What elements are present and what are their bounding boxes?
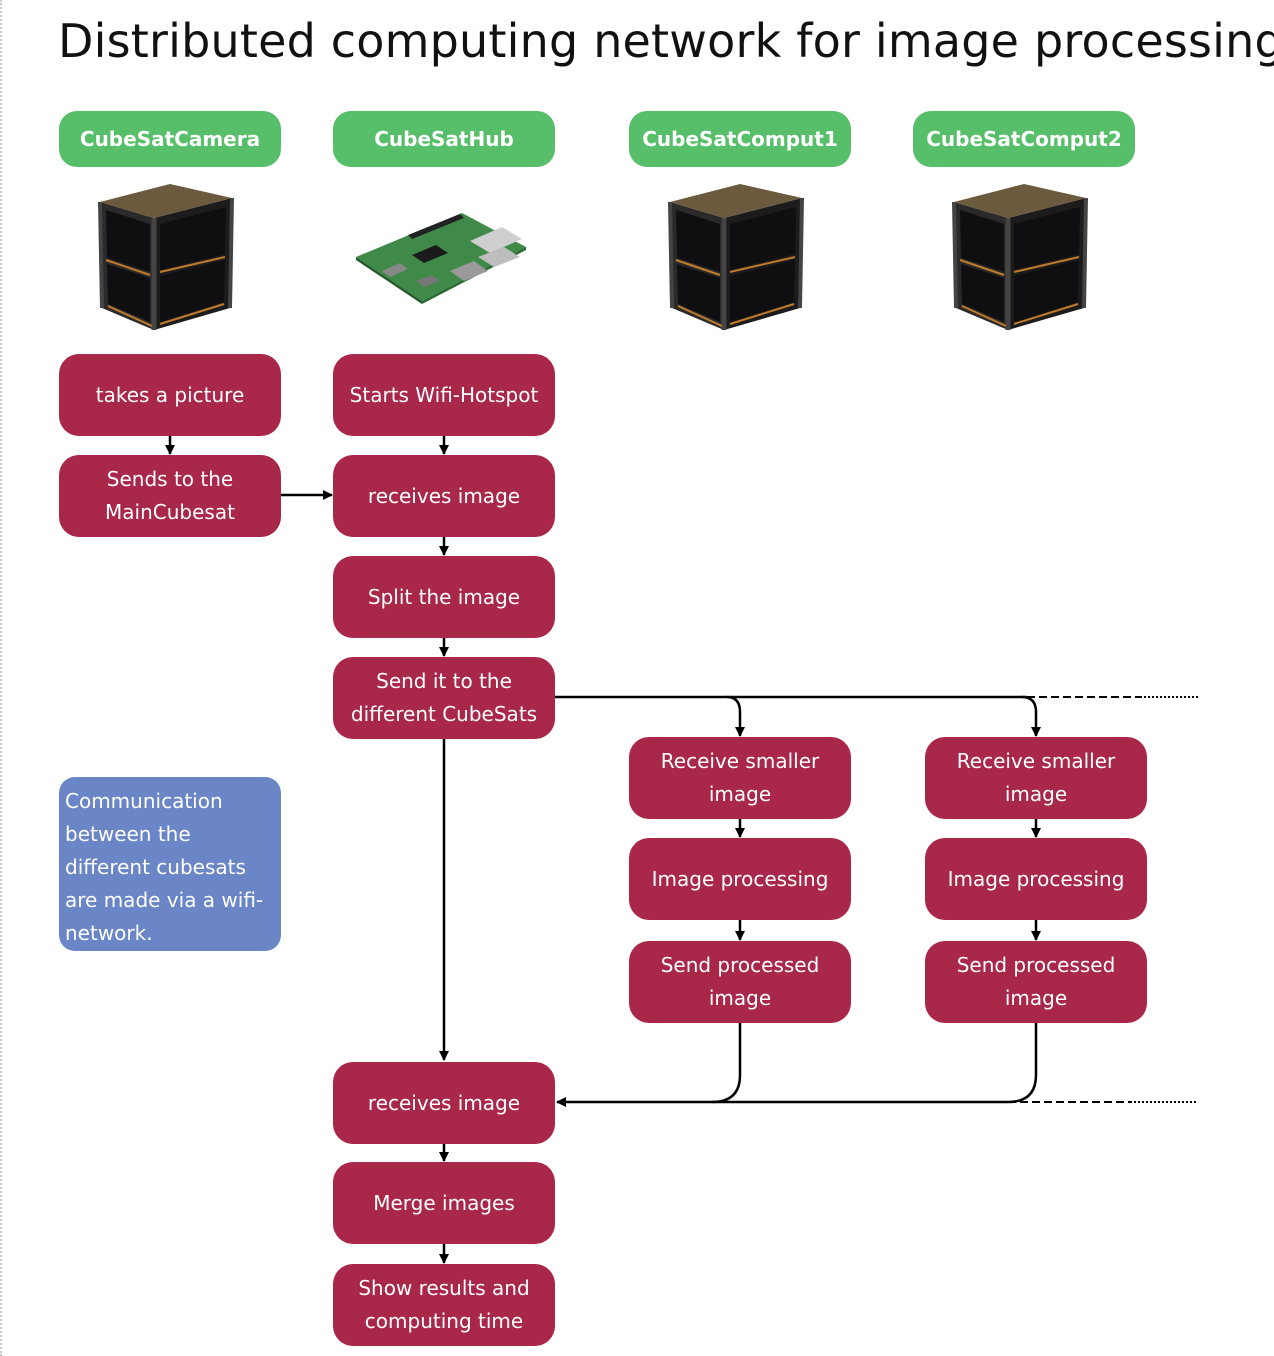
c2-send-processed-image: Send processed image bbox=[925, 941, 1147, 1023]
step-receives-image: receives image bbox=[333, 455, 555, 537]
arrow-to-comput1 bbox=[726, 695, 745, 737]
cubesat-icon bbox=[952, 184, 1088, 330]
step-receives-processed: receives image bbox=[333, 1062, 555, 1144]
diagram-title: Distributed computing network for image … bbox=[58, 14, 1274, 68]
step-show-results: Show results and computing time bbox=[333, 1264, 555, 1346]
raspberry-pi-board-icon bbox=[356, 213, 526, 304]
step-sends-to-main: Sends to the MainCubesat bbox=[59, 455, 281, 537]
left-dotted-border bbox=[0, 0, 2, 1356]
header-cubesat-comput2: CubeSatComput2 bbox=[913, 111, 1135, 167]
header-cubesat-hub: CubeSatHub bbox=[333, 111, 555, 167]
step-send-to-cubesats: Send it to the different CubeSats bbox=[333, 657, 555, 739]
step-merge-images: Merge images bbox=[333, 1162, 555, 1244]
header-cubesat-camera: CubeSatCamera bbox=[59, 111, 281, 167]
header-cubesat-comput1: CubeSatComput1 bbox=[629, 111, 851, 167]
c2-image-processing: Image processing bbox=[925, 838, 1147, 920]
step-takes-picture: takes a picture bbox=[59, 354, 281, 436]
c2-receive-smaller-image: Receive smaller image bbox=[925, 737, 1147, 819]
step-split-image: Split the image bbox=[333, 556, 555, 638]
wifi-note: Communication between the different cube… bbox=[59, 777, 281, 951]
c1-send-processed-image: Send processed image bbox=[629, 941, 851, 1023]
arrow-to-comput2 bbox=[1021, 695, 1041, 737]
c1-receive-smaller-image: Receive smaller image bbox=[629, 737, 851, 819]
return-line-comput2 bbox=[1007, 1022, 1038, 1104]
step-starts-hotspot: Starts Wifi-Hotspot bbox=[333, 354, 555, 436]
return-line-comput1 bbox=[711, 1022, 742, 1104]
cubesat-icon bbox=[668, 184, 804, 330]
cubesat-icon bbox=[98, 184, 234, 330]
c1-image-processing: Image processing bbox=[629, 838, 851, 920]
